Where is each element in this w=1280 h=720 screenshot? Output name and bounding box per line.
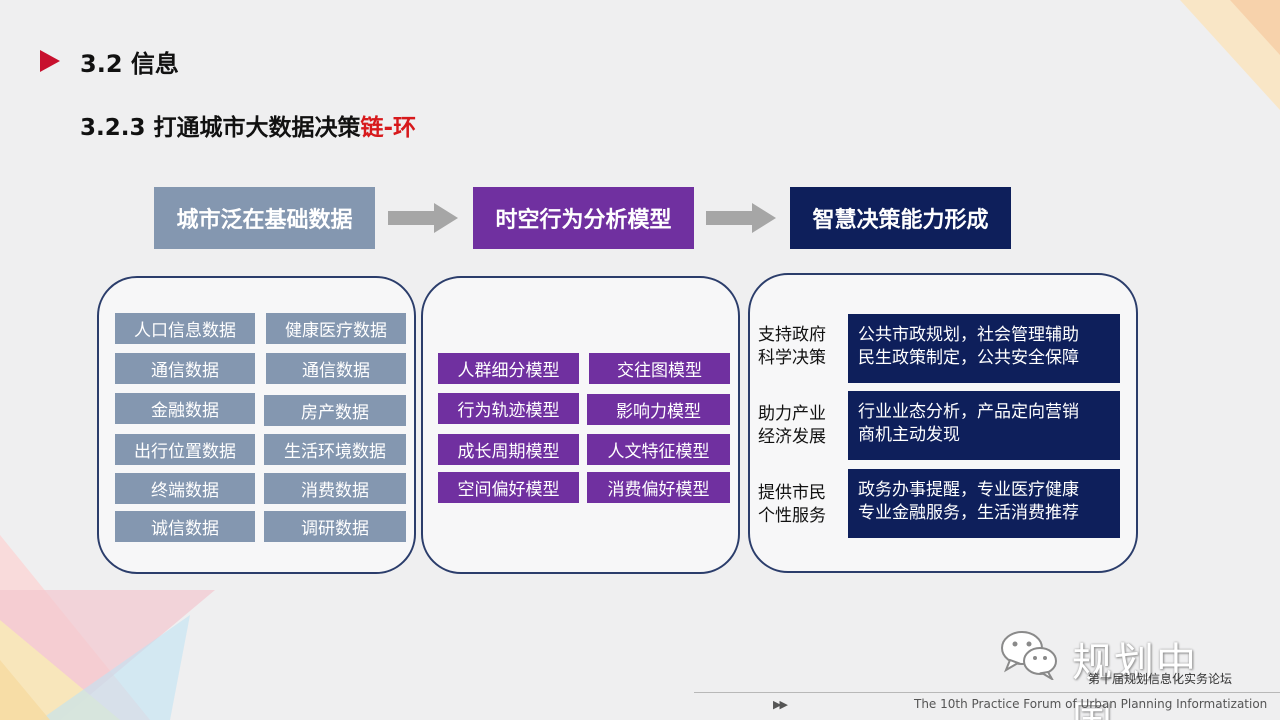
decision-category: 提供市民 个性服务 xyxy=(758,483,826,526)
model-item: 交往图模型 xyxy=(589,353,730,384)
sub-title: 3.2.3 打通城市大数据决策链-环 xyxy=(80,108,416,142)
data-item: 生活环境数据 xyxy=(264,434,406,465)
stage-smart-decision: 智慧决策能力形成 xyxy=(790,187,1011,249)
stage-urban-data: 城市泛在基础数据 xyxy=(154,187,375,249)
flow-arrow-icon xyxy=(388,203,458,233)
model-panel xyxy=(421,276,740,574)
model-item: 人文特征模型 xyxy=(587,434,730,465)
decision-description: 政务办事提醒，专业医疗健康 专业金融服务，生活消费推荐 xyxy=(848,469,1120,538)
decision-description: 公共市政规划，社会管理辅助 民生政策制定，公共安全保障 xyxy=(848,314,1120,383)
data-item: 人口信息数据 xyxy=(115,313,255,344)
model-item: 成长周期模型 xyxy=(438,434,579,465)
wechat-icon xyxy=(1001,631,1057,682)
model-item: 行为轨迹模型 xyxy=(438,393,579,424)
decision-category: 助力产业 经济发展 xyxy=(758,404,826,447)
data-item: 金融数据 xyxy=(115,393,255,424)
data-item: 调研数据 xyxy=(264,511,406,542)
sub-title-main: 3.2.3 打通城市大数据决策 xyxy=(80,115,361,141)
decision-description: 行业业态分析，产品定向营销 商机主动发现 xyxy=(848,391,1120,460)
model-item: 消费偏好模型 xyxy=(587,472,730,503)
section-marker-icon xyxy=(40,50,60,72)
data-item: 出行位置数据 xyxy=(115,434,255,465)
data-item: 房产数据 xyxy=(264,395,406,426)
data-item: 健康医疗数据 xyxy=(266,313,406,344)
data-item: 诚信数据 xyxy=(115,511,255,542)
model-item: 人群细分模型 xyxy=(438,353,579,384)
data-item: 消费数据 xyxy=(264,473,406,504)
flow-arrow-icon xyxy=(706,203,776,233)
footer-divider xyxy=(694,692,1280,693)
model-item: 影响力模型 xyxy=(587,394,730,425)
sub-title-highlight: 链-环 xyxy=(360,115,417,141)
stage-behavior-models: 时空行为分析模型 xyxy=(473,187,694,249)
forum-name-en: The 10th Practice Forum of Urban Plannin… xyxy=(914,697,1268,711)
play-icon: ▶▶ xyxy=(773,698,788,711)
data-item: 通信数据 xyxy=(115,353,255,384)
decision-category: 支持政府 科学决策 xyxy=(758,325,826,368)
brand-logo: 规划中国 xyxy=(998,628,1238,720)
data-item: 终端数据 xyxy=(115,473,255,504)
logo-text: 规划中国 xyxy=(1072,640,1198,720)
section-title: 3.2 信息 xyxy=(80,50,179,78)
forum-name-cn: 第十届规划信息化实务论坛 xyxy=(1088,672,1233,686)
model-item: 空间偏好模型 xyxy=(438,472,579,503)
data-item: 通信数据 xyxy=(266,353,406,384)
